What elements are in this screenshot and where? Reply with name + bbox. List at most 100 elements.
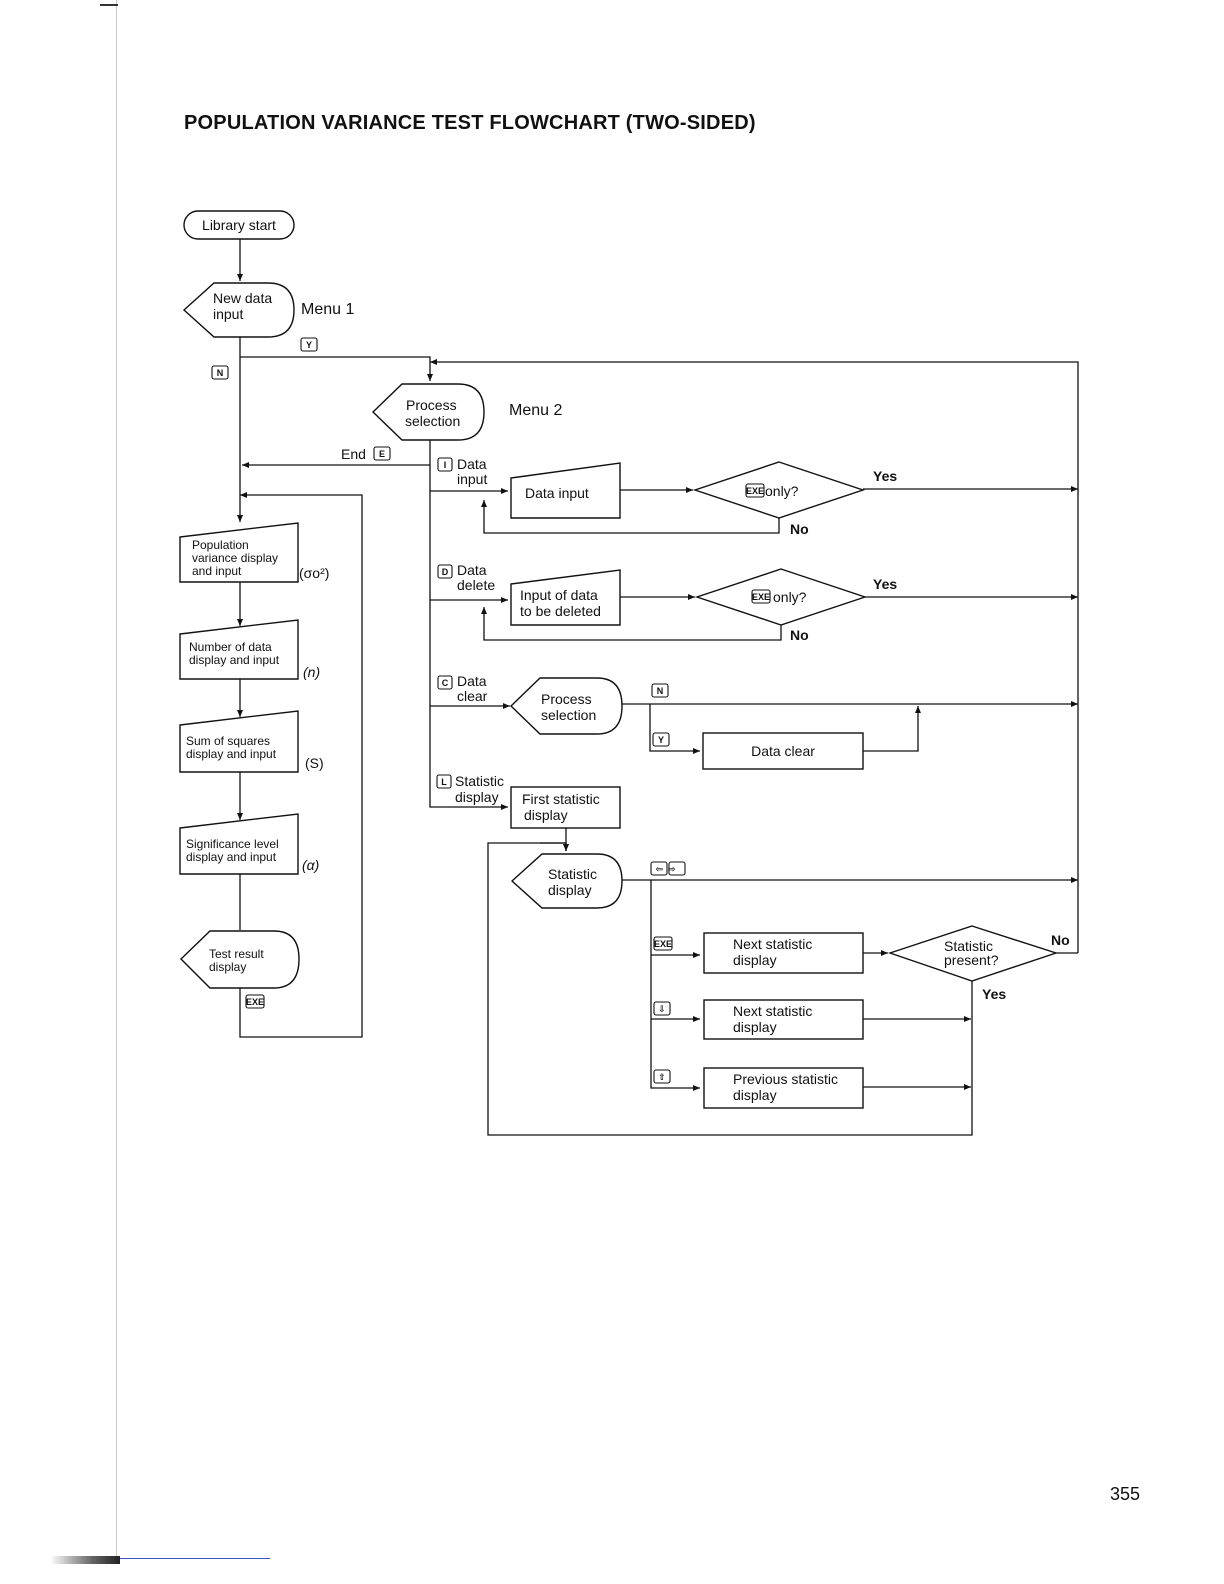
no-loop-2: [481, 607, 782, 641]
svg-text:display: display: [548, 882, 592, 898]
data-delete-label-2: delete: [457, 577, 495, 593]
svg-text:present?: present?: [944, 952, 999, 968]
svg-text:display and input: display and input: [189, 653, 280, 667]
svg-text:Y: Y: [658, 735, 664, 745]
svg-text:Data input: Data input: [525, 485, 589, 501]
data-clear-box: Data clear: [702, 732, 864, 770]
exe-only-decision-1: EXE only?: [692, 461, 866, 519]
key-y-2: Y: [652, 732, 670, 747]
svg-text:Process: Process: [406, 397, 457, 413]
new-data-input-line1: New data: [213, 290, 272, 306]
new-data-input-menu: New data input: [182, 282, 295, 338]
svg-text:display: display: [209, 960, 246, 974]
svg-text:Number of data: Number of data: [189, 640, 272, 654]
no-label-1: No: [790, 521, 809, 537]
svg-text:Sum of squares: Sum of squares: [186, 734, 270, 748]
exe-only-decision-2: EXE only?: [694, 568, 868, 626]
menu1-label: Menu 1: [301, 301, 354, 318]
svg-text:N: N: [217, 368, 224, 378]
svg-text:EXE: EXE: [746, 486, 764, 496]
svg-text:EXE: EXE: [654, 939, 672, 949]
key-i: I: [437, 457, 453, 472]
svg-text:Data clear: Data clear: [751, 743, 815, 759]
svg-text:Statistic: Statistic: [548, 866, 597, 882]
svg-text:Process: Process: [541, 691, 592, 707]
svg-text:Statistic: Statistic: [944, 938, 993, 954]
svg-text:Population: Population: [192, 538, 249, 552]
key-c: C: [437, 675, 453, 690]
svg-text:Significance level: Significance level: [186, 837, 279, 851]
svg-text:D: D: [442, 567, 449, 577]
svg-text:Next statistic: Next statistic: [733, 936, 812, 952]
no-label-2: No: [790, 627, 809, 643]
svg-text:⇦⇨: ⇦⇨: [655, 864, 680, 874]
svg-text:to be deleted: to be deleted: [520, 603, 601, 619]
svg-text:selection: selection: [541, 707, 596, 723]
data-clear-label-2: clear: [457, 688, 488, 704]
test-result-display: Test result display: [180, 930, 300, 989]
page-title: POPULATION VARIANCE TEST FLOWCHART (TWO-…: [184, 112, 756, 134]
data-clear-label-1: Data: [457, 673, 487, 689]
population-variance-symbol: (σo²): [299, 565, 329, 581]
data-delete-label-1: Data: [457, 562, 487, 578]
binding-rule: [116, 0, 117, 1560]
significance-level-symbol: (α): [302, 857, 319, 873]
connector-y-to-menu2: [239, 337, 433, 381]
data-input-label-2: input: [457, 471, 487, 487]
number-of-data-box: Number of data display and input: [179, 619, 299, 680]
svg-text:Test result: Test result: [209, 947, 264, 961]
svg-text:and input: and input: [192, 564, 242, 578]
svg-text:EXE: EXE: [752, 592, 770, 602]
svg-text:Next statistic: Next statistic: [733, 1003, 812, 1019]
library-start-label: Library start: [202, 217, 276, 233]
y-connector-clear: [649, 704, 700, 754]
svg-text:N: N: [657, 686, 664, 696]
statistic-present-decision: Statistic present?: [887, 925, 1059, 982]
loop-back-line: [239, 492, 363, 1038]
yes-label-1: Yes: [873, 468, 897, 484]
process-selection-menu2: Process selection: [371, 383, 485, 441]
no-label-3: No: [1051, 932, 1070, 948]
branch-trunk: [429, 440, 508, 810]
page-number: 355: [1110, 1484, 1141, 1504]
svg-text:display and input: display and input: [186, 850, 277, 864]
loop-entry: [540, 842, 569, 851]
yes-label-2: Yes: [873, 576, 897, 592]
svg-text:only?: only?: [765, 483, 799, 499]
svg-text:Y: Y: [306, 340, 312, 350]
key-up: ⇧: [653, 1069, 671, 1084]
svg-text:display and input: display and input: [186, 747, 277, 761]
svg-text:Previous statistic: Previous statistic: [733, 1071, 838, 1087]
population-variance-box: Population variance display and input: [179, 522, 299, 583]
svg-text:Input of data: Input of data: [520, 587, 598, 603]
process-selection-clear: Process selection: [509, 677, 623, 735]
key-exe-result: EXE: [245, 994, 265, 1009]
svg-text:C: C: [442, 678, 449, 688]
no-loop-1: [481, 500, 780, 534]
key-n-1: N: [211, 365, 229, 380]
new-data-input-line2: input: [213, 306, 243, 322]
data-clear-return: [863, 706, 921, 752]
end-label: End: [341, 446, 366, 462]
key-d: D: [437, 564, 453, 579]
next-statistic-box-1: Next statistic display: [703, 932, 864, 974]
svg-text:E: E: [379, 449, 385, 459]
significance-level-box: Significance level display and input: [179, 813, 299, 875]
svg-text:only?: only?: [773, 589, 807, 605]
yes-label-3: Yes: [982, 986, 1006, 1002]
key-y-1: Y: [300, 337, 318, 352]
svg-text:display: display: [733, 1019, 777, 1035]
key-exe-next: EXE: [653, 936, 673, 951]
library-start-terminal: Library start: [183, 210, 295, 240]
statistic-label-1: Statistic: [455, 773, 504, 789]
binding-mark: [100, 4, 118, 6]
first-statistic-box: First statistic display: [510, 786, 621, 829]
yes-loop-back: [487, 842, 973, 1136]
statistic-label-2: display: [455, 789, 499, 805]
svg-text:I: I: [444, 460, 447, 470]
sub-branch-trunk: [650, 880, 700, 1091]
bottom-rule: [110, 1558, 270, 1559]
svg-text:⇩: ⇩: [658, 1004, 666, 1014]
